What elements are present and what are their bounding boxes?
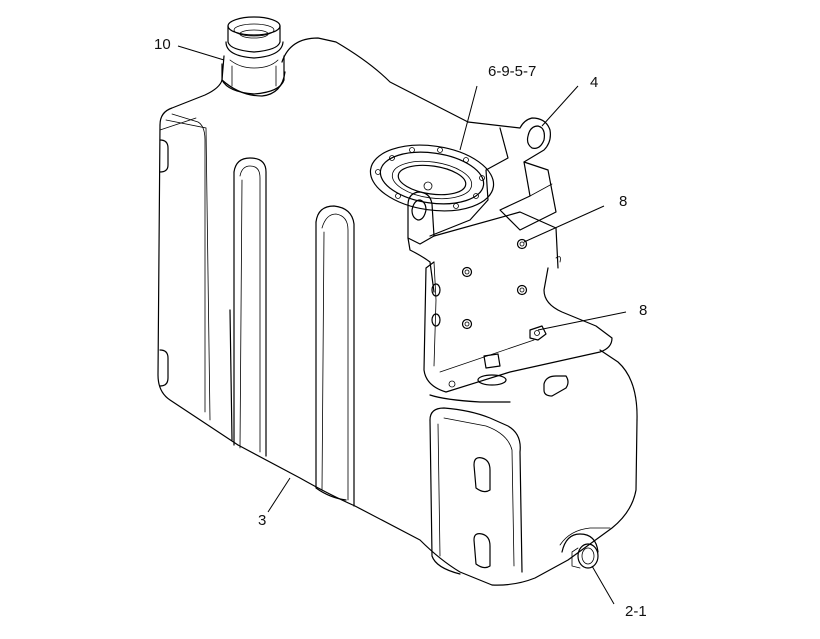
sender-flange xyxy=(369,144,495,212)
callout-2-1: 2-1 xyxy=(625,603,647,620)
callout-3: 3 xyxy=(258,512,267,529)
leader-4 xyxy=(541,85,579,127)
leader-lines xyxy=(177,45,627,605)
leader-3 xyxy=(267,477,291,513)
filler-neck xyxy=(221,16,285,95)
callout-4: 4 xyxy=(590,74,599,91)
leader-8a xyxy=(523,205,605,243)
leader-8b xyxy=(537,311,627,331)
tank-body xyxy=(157,37,638,586)
drain-fitting xyxy=(561,533,599,569)
callout-8-lower: 8 xyxy=(639,302,648,319)
callout-6-9-5-7: 6-9-5-7 xyxy=(488,63,537,80)
leader-6957 xyxy=(459,85,478,151)
leader-10 xyxy=(177,45,225,61)
leader-21 xyxy=(591,565,615,605)
mounting-bracket xyxy=(407,117,613,397)
callout-10: 10 xyxy=(154,36,171,53)
callout-8-upper: 8 xyxy=(619,193,628,210)
